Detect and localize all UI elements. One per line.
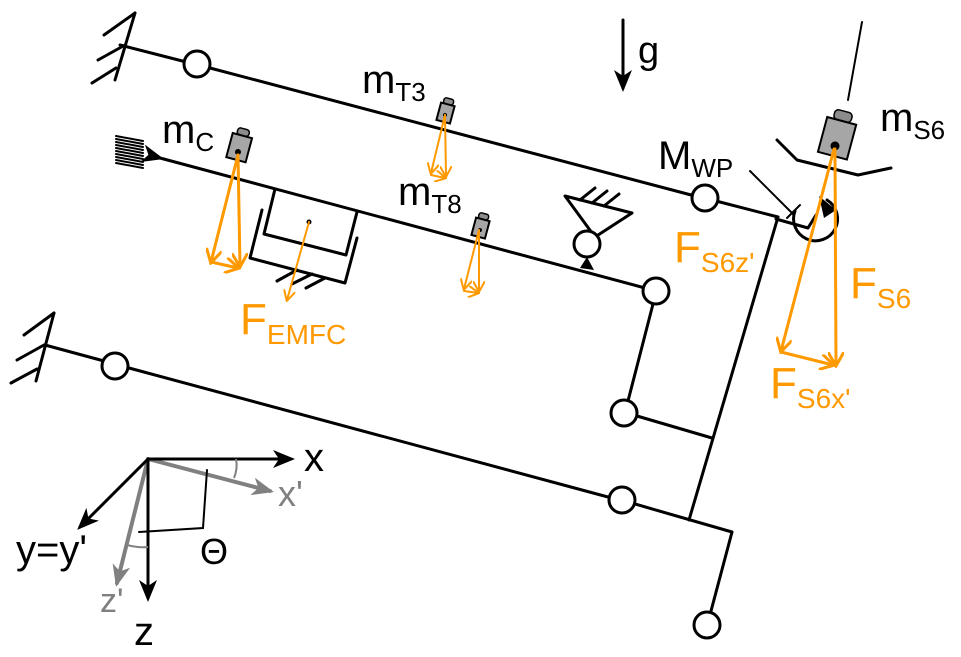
- force-vectors-t8: [464, 229, 479, 293]
- vertical-linkage: [626, 215, 780, 613]
- emfc-coil: [248, 187, 359, 300]
- mass-c: [225, 127, 254, 164]
- ground-lower-left-icon: [9, 311, 56, 385]
- ground-top-left-icon: [90, 11, 137, 85]
- force-s6z-main: F: [674, 223, 701, 272]
- mass-t8-label: mT8: [398, 170, 462, 217]
- mass-t3-label: mT3: [362, 58, 426, 105]
- axis-y-label: y=y': [16, 528, 87, 572]
- moment-wp-arc: [774, 196, 840, 243]
- moment-wp-main: M: [658, 134, 692, 178]
- joint-upper-left: [182, 49, 212, 79]
- axis-z-prime: [112, 457, 150, 587]
- angle-theta-label: Θ: [200, 531, 229, 572]
- mass-c-sub: C: [195, 127, 215, 157]
- mass-s6: [816, 109, 858, 161]
- axis-x-prime-label: x': [278, 473, 303, 514]
- force-s6z-label: FS6z': [674, 223, 754, 277]
- force-emfc-label: FEMFC: [240, 295, 346, 349]
- joint-link-bottom: [692, 610, 722, 640]
- mass-t8-sub: T8: [431, 189, 462, 219]
- joint-upper-right: [690, 183, 720, 213]
- joint-lower-left: [100, 351, 130, 381]
- force-s6x-arrow: [779, 350, 833, 365]
- force-s6-label: FS6: [850, 259, 911, 313]
- force-s6-sub: S6: [876, 283, 912, 314]
- gravity-label: g: [638, 30, 660, 72]
- force-vectors-s6: [779, 147, 836, 365]
- mass-c-label: mC: [162, 108, 214, 155]
- axis-z-prime-label: z': [100, 582, 124, 620]
- pivot-support: [563, 186, 634, 270]
- force-s6z-arrow: [781, 147, 836, 351]
- force-s6x-main: F: [770, 359, 797, 408]
- force-emfc-sub: EMFC: [266, 319, 347, 350]
- force-vectors-c: [211, 153, 240, 268]
- moment-wp-sub: WP: [691, 153, 734, 183]
- mass-s6-main: m: [880, 96, 914, 140]
- force-vectors-t3: [431, 114, 446, 178]
- lower-beam: [43, 343, 734, 534]
- force-s6z-sub: S6z': [700, 247, 755, 278]
- mass-t8: [470, 212, 491, 240]
- force-s6x-label: FS6x': [770, 359, 850, 413]
- force-s6-main: F: [850, 259, 877, 308]
- axis-z-label: z: [134, 610, 154, 654]
- mass-s6-label: mS6: [880, 96, 945, 143]
- coordinate-frame: [77, 450, 295, 602]
- axis-x-label: x: [304, 436, 324, 480]
- weighing-pan: [749, 21, 893, 219]
- force-s6x-sub: S6x': [796, 383, 851, 414]
- counterweight-hatch-icon: [115, 135, 144, 169]
- joint-lower-right: [607, 485, 637, 515]
- moment-wp-label: MWP: [658, 134, 733, 181]
- joint-link-middle: [609, 398, 639, 428]
- mass-t3-main: m: [362, 58, 396, 102]
- mass-t3-sub: T3: [395, 77, 426, 107]
- force-emfc-main: F: [240, 295, 267, 344]
- mass-s6-sub: S6: [913, 115, 946, 145]
- axis-y: [77, 457, 150, 530]
- mass-t3: [435, 97, 456, 125]
- joint-middle-right: [641, 276, 671, 306]
- axis-x-prime: [146, 457, 274, 496]
- force-s6-arrow: [835, 147, 836, 365]
- mass-c-main: m: [162, 108, 196, 152]
- middle-beam: [140, 144, 647, 290]
- mass-t8-main: m: [398, 170, 432, 214]
